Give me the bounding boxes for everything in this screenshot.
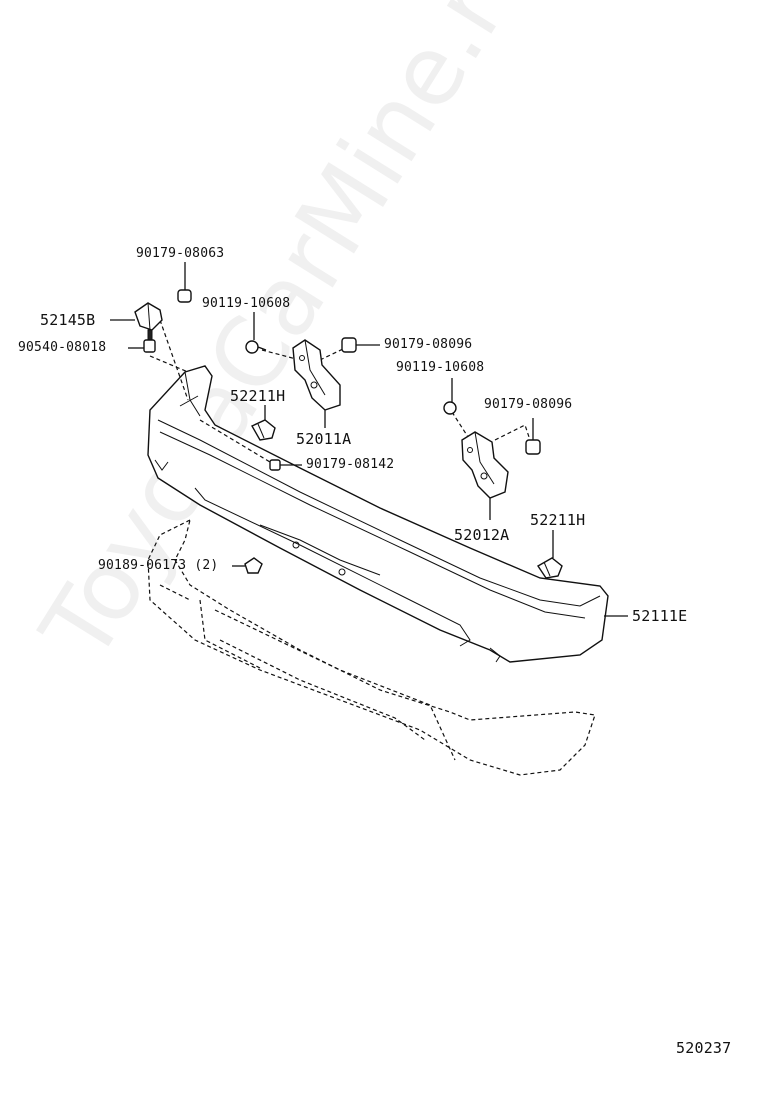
label-52012A: 52012A [454,526,510,544]
bolt-90119-10608-right [443,378,457,415]
bolt-90119-10608-left [245,312,267,354]
diagram-number: 520237 [676,1039,732,1057]
clip-52211H-left [251,405,276,441]
label-90119-10608-right: 90119-10608 [396,360,485,375]
bracket-52012A [461,431,509,520]
label-90119-10608-left: 90119-10608 [202,296,291,311]
clip-52211H-right [537,530,563,579]
label-90540-08018: 90540-08018 [18,340,107,355]
bumper-bar [147,365,609,663]
label-52211H-right: 52211H [530,511,586,529]
bracket-52145B [110,302,163,341]
label-90179-08096-left: 90179-08096 [384,337,473,352]
nut-90179-08142 [269,459,302,471]
nut-90179-08096-right [525,418,541,455]
label-90179-08096-right: 90179-08096 [484,397,573,412]
label-90179-08063: 90179-08063 [136,246,225,261]
clip-90540-08018 [128,339,156,353]
label-90189-06173: 90189-06173 (2) [98,558,219,573]
nut-90179-08063 [177,262,192,303]
screw-90189-06173 [232,557,263,574]
label-90179-08142: 90179-08142 [306,457,395,472]
label-52211H-left: 52211H [230,387,286,405]
label-52145B: 52145B [40,311,96,329]
nut-90179-08096-left [341,337,380,353]
label-52011A: 52011A [296,430,352,448]
label-52111E: 52111E [632,607,688,625]
bumper-cover-lower [147,518,596,776]
bracket-52011A [292,339,341,428]
